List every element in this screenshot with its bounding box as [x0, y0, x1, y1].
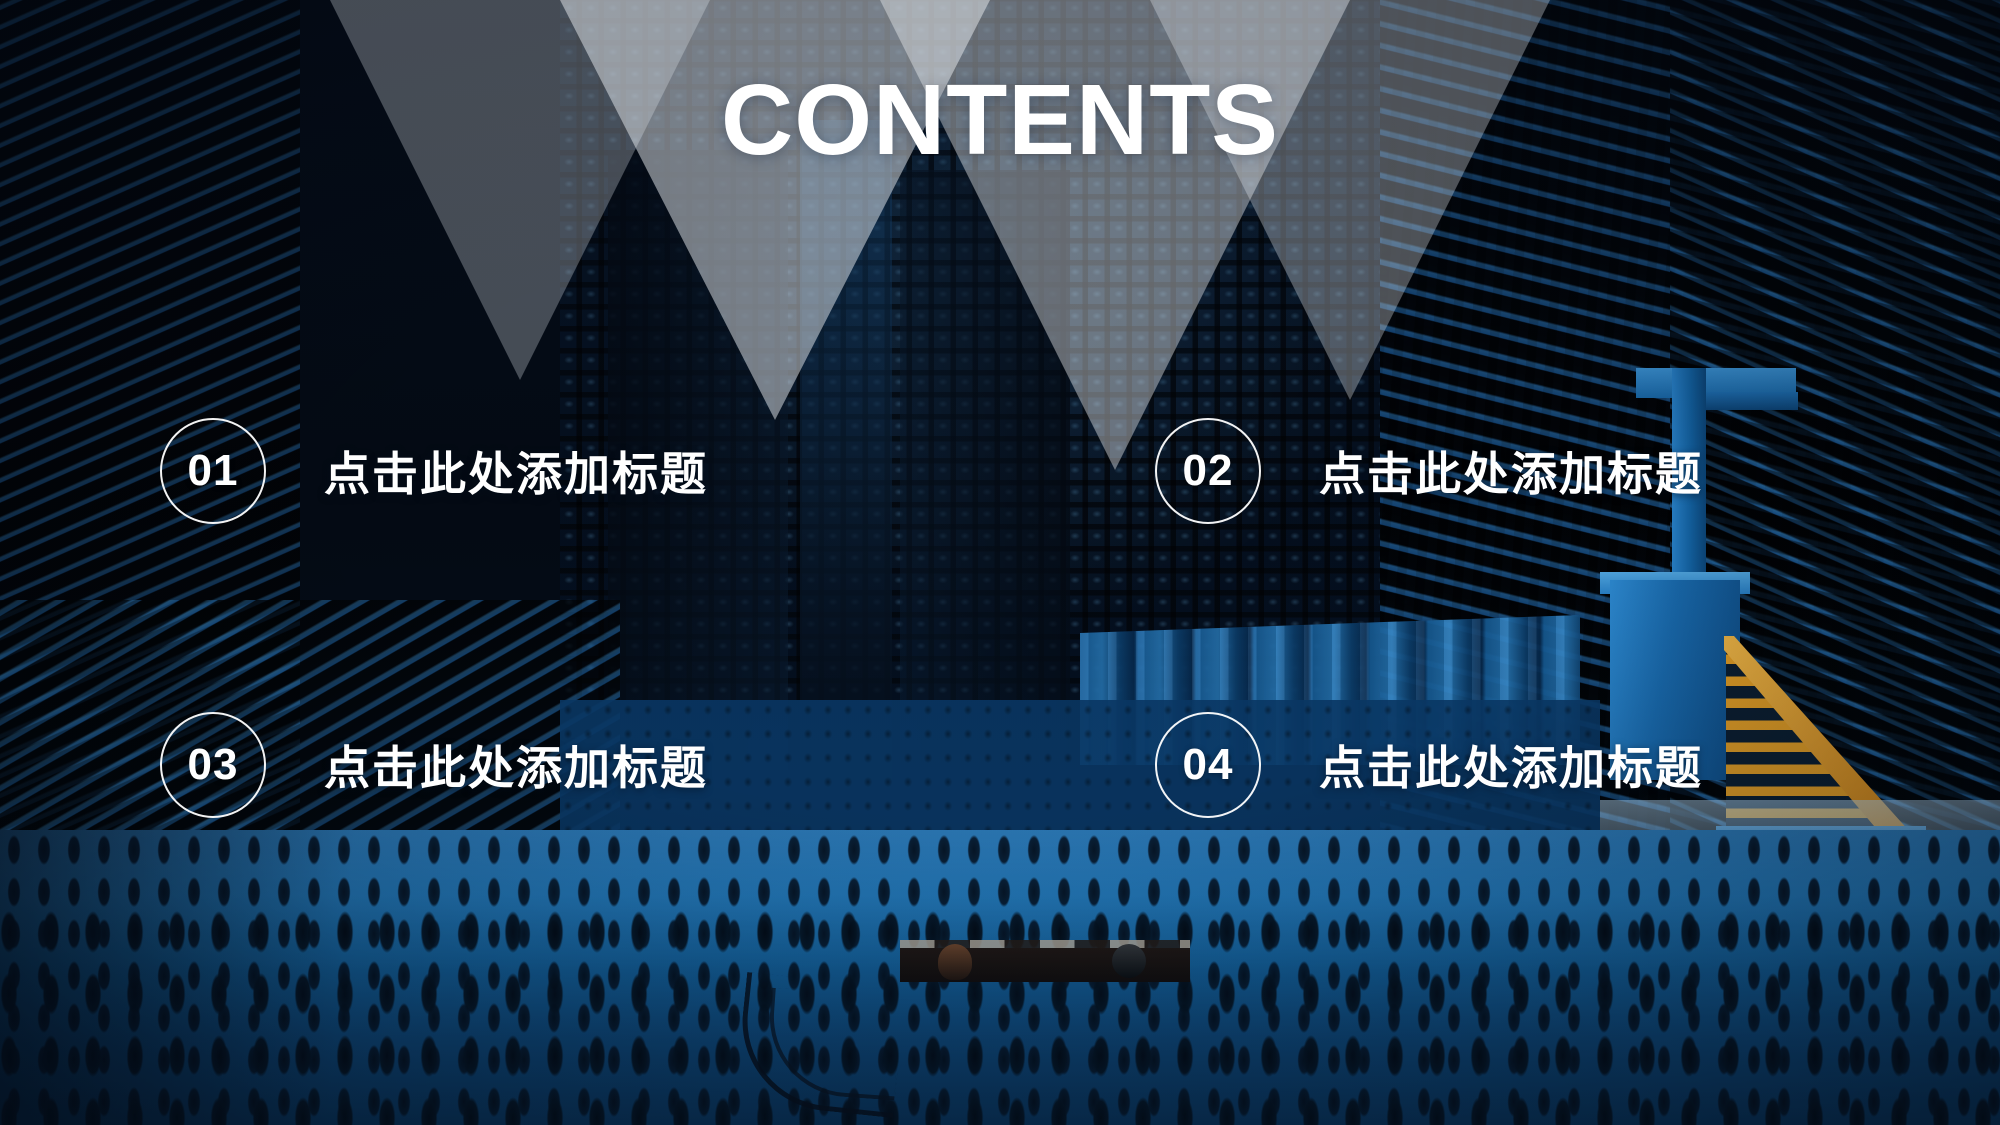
- number-circle-04[interactable]: 04: [1155, 712, 1261, 818]
- page-title: CONTENTS: [721, 64, 1279, 176]
- number-label-04: 04: [1182, 740, 1234, 789]
- contents-item-03[interactable]: 03 点击此处添加标题: [160, 712, 708, 818]
- number-circle-02[interactable]: 02: [1155, 418, 1261, 524]
- contents-item-01[interactable]: 01 点击此处添加标题: [160, 418, 708, 524]
- contents-item-title-03[interactable]: 点击此处添加标题: [324, 742, 708, 794]
- number-circle-03[interactable]: 03: [160, 712, 266, 818]
- number-label-03: 03: [187, 740, 239, 789]
- contents-item-title-01[interactable]: 点击此处添加标题: [324, 448, 708, 500]
- chevron-watermark: [0, 0, 2000, 560]
- contents-item-title-04[interactable]: 点击此处添加标题: [1319, 742, 1703, 794]
- contents-item-02[interactable]: 02 点击此处添加标题: [1155, 418, 1703, 524]
- number-circle-01[interactable]: 01: [160, 418, 266, 524]
- contents-item-04[interactable]: 04 点击此处添加标题: [1155, 712, 1703, 818]
- number-label-02: 02: [1182, 446, 1234, 495]
- number-label-01: 01: [187, 446, 239, 495]
- contents-item-title-02[interactable]: 点击此处添加标题: [1319, 448, 1703, 500]
